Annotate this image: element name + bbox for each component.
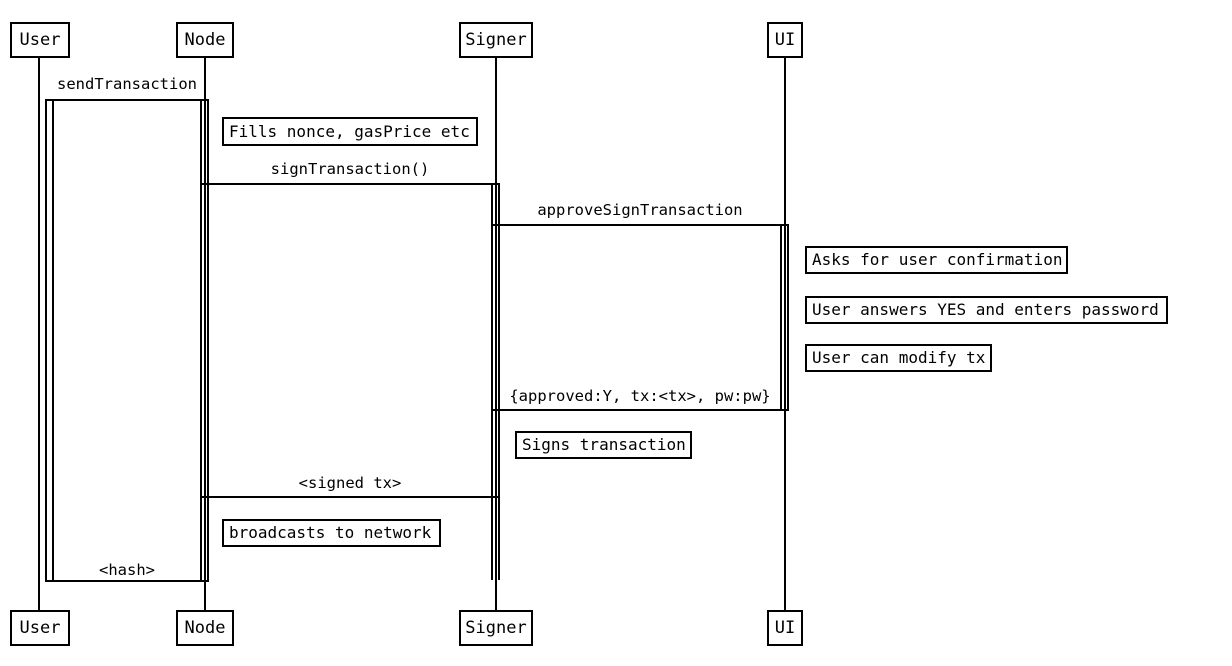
message-label-send-transaction: sendTransaction bbox=[57, 75, 197, 93]
participant-ui-top[interactable]: UI bbox=[767, 22, 803, 58]
participant-user-top[interactable]: User bbox=[10, 22, 70, 58]
participant-node-top[interactable]: Node bbox=[176, 22, 234, 58]
lifeline-signer bbox=[495, 58, 497, 610]
message-label-sign-transaction: signTransaction() bbox=[270, 160, 430, 178]
message-line-send-transaction bbox=[45, 99, 209, 101]
message-label-approve-sign-transaction: approveSignTransaction bbox=[537, 201, 743, 219]
note-broadcasts-to-network: broadcasts to network bbox=[222, 519, 441, 547]
participant-user-bottom[interactable]: User bbox=[10, 610, 70, 646]
message-line-approved-response bbox=[491, 409, 789, 411]
activation-ui bbox=[780, 224, 789, 409]
activation-node bbox=[200, 99, 209, 580]
message-label-signed-tx: <signed tx> bbox=[298, 474, 402, 492]
message-line-approve-sign-transaction bbox=[491, 224, 789, 226]
note-fills-nonce: Fills nonce, gasPrice etc bbox=[222, 117, 478, 146]
note-user-answers-yes: User answers YES and enters password bbox=[805, 296, 1168, 324]
participant-signer-top[interactable]: Signer bbox=[459, 22, 533, 58]
message-label-hash: <hash> bbox=[99, 561, 155, 579]
message-line-sign-transaction bbox=[200, 183, 500, 185]
message-label-approved-response: {approved:Y, tx:<tx>, pw:pw} bbox=[509, 387, 771, 405]
message-line-signed-tx bbox=[200, 496, 500, 498]
message-line-hash bbox=[45, 580, 209, 582]
participant-node-bottom[interactable]: Node bbox=[176, 610, 234, 646]
note-signs-transaction: Signs transaction bbox=[515, 431, 692, 459]
lifeline-user bbox=[38, 58, 40, 610]
note-asks-for-user-confirmation: Asks for user confirmation bbox=[805, 246, 1068, 274]
lifeline-ui bbox=[784, 58, 786, 610]
activation-user bbox=[45, 99, 54, 580]
activation-signer bbox=[491, 183, 500, 580]
participant-ui-bottom[interactable]: UI bbox=[767, 610, 803, 646]
participant-signer-bottom[interactable]: Signer bbox=[459, 610, 533, 646]
lifeline-node bbox=[204, 58, 206, 610]
note-user-can-modify-tx: User can modify tx bbox=[805, 344, 992, 372]
